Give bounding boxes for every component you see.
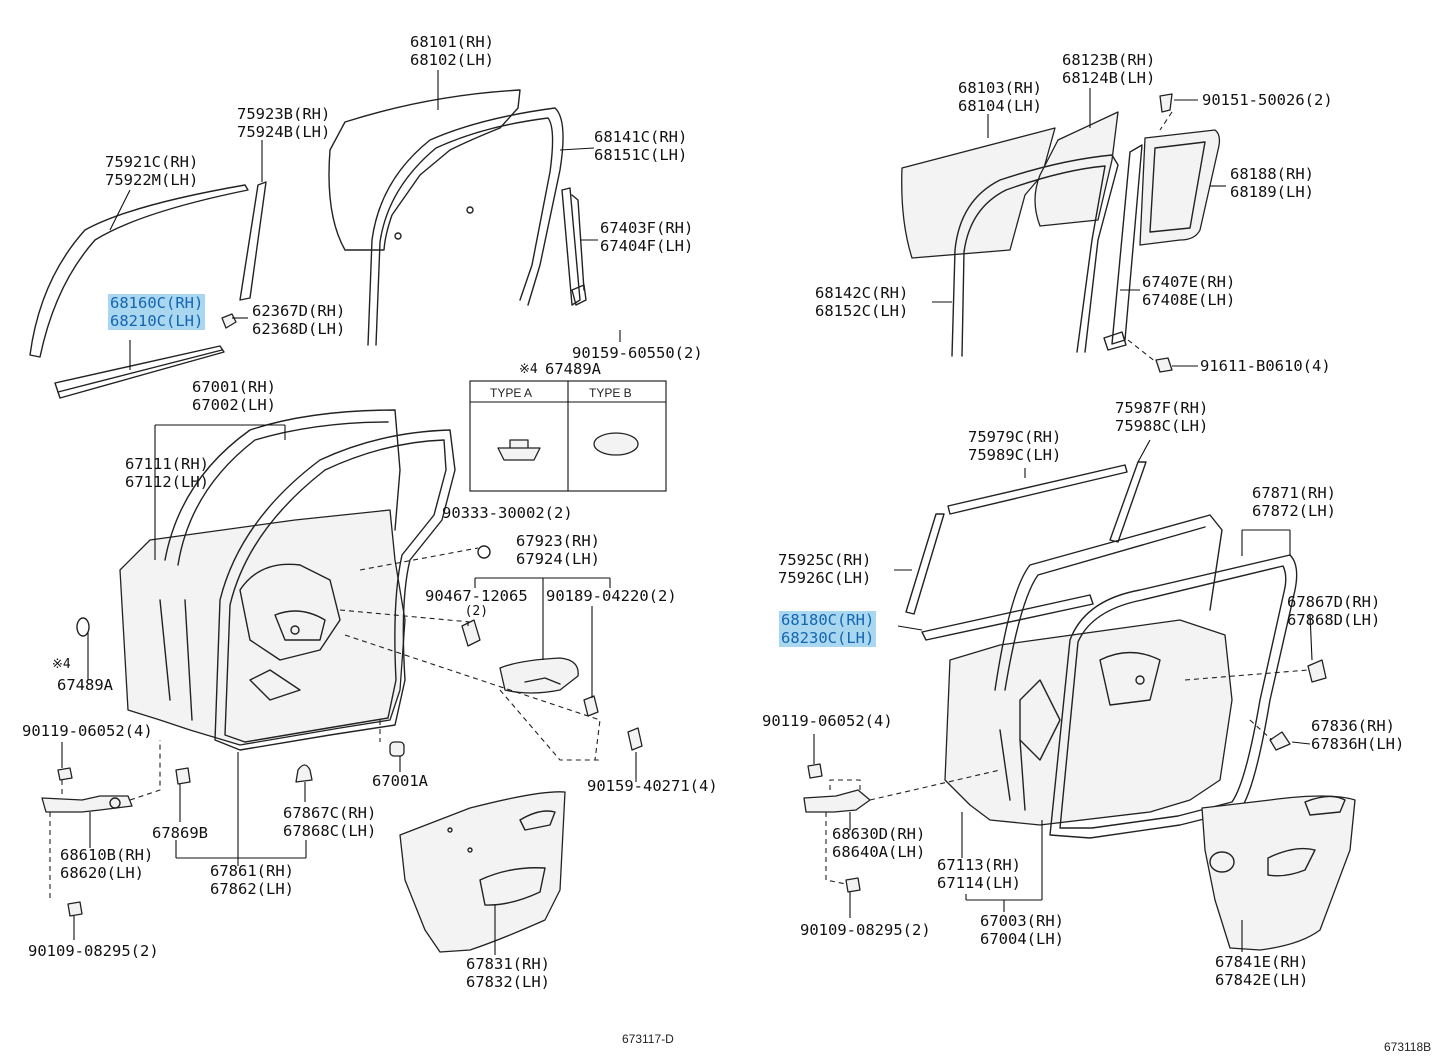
part-label-90119-06052-rear[interactable]: 90119-06052(4) xyxy=(762,712,893,730)
rear-pillar-molding xyxy=(1109,461,1147,543)
front-door-panel xyxy=(119,509,406,746)
front-bolt-90109 xyxy=(67,901,83,917)
callout-type-a: TYPE A xyxy=(490,386,533,400)
part-label-67001[interactable]: 67001(RH)67002(LH) xyxy=(192,378,276,414)
front-cap-67489a xyxy=(76,617,90,637)
part-label-90189-04220[interactable]: 90189-04220(2) xyxy=(546,587,677,605)
note-marker-4: ※4 xyxy=(52,657,71,672)
part-label-68160c[interactable]: 68160C(RH)68210C(LH) xyxy=(108,294,206,330)
part-label-90159-40271[interactable]: 90159-40271(4) xyxy=(587,777,718,795)
part-label-68180c[interactable]: 68180C(RH)68230C(LH) xyxy=(779,611,877,647)
part-label-75925c[interactable]: 75925C(RH)75926C(LH) xyxy=(778,551,872,587)
type-a-clip xyxy=(497,439,541,461)
rear-door-panel xyxy=(944,619,1233,826)
front-glass-run xyxy=(367,107,564,346)
front-division-channel xyxy=(561,187,581,306)
front-plug-67001a xyxy=(389,741,405,757)
part-label-75923b[interactable]: 75923B(RH)75924B(LH) xyxy=(237,105,331,141)
front-belt-clip xyxy=(221,313,237,329)
front-door-trim-panel xyxy=(399,791,566,953)
part-label-75921c[interactable]: 75921C(RH)75922M(LH) xyxy=(105,153,199,189)
front-grommet xyxy=(477,545,491,559)
part-label-67403f[interactable]: 67403F(RH)67404F(LH) xyxy=(600,219,694,255)
part-label-68142c[interactable]: 68142C(RH)68152C(LH) xyxy=(815,284,909,320)
rear-belt-molding xyxy=(921,594,1094,641)
front-bolt-90119 xyxy=(57,767,73,781)
part-label-90467-12065[interactable]: 90467-12065(2) xyxy=(425,587,528,619)
part-label-90333-30002[interactable]: 90333-30002(2) xyxy=(442,504,573,522)
rear-door-check xyxy=(803,789,871,813)
diagram-code-right: 673118B xyxy=(1384,1040,1432,1054)
part-label-75979c[interactable]: 75979C(RH)75989C(LH) xyxy=(968,428,1062,464)
callout-part-67489a[interactable]: 67489A xyxy=(545,360,601,378)
rear-division-channel xyxy=(1111,144,1143,345)
part-label-91611-b0610[interactable]: 91611-B0610(4) xyxy=(1200,357,1331,375)
front-door-check xyxy=(41,795,133,813)
front-door-glass xyxy=(328,89,521,251)
part-label-68141c[interactable]: 68141C(RH)68151C(LH) xyxy=(594,128,688,164)
part-label-67113[interactable]: 67113(RH)67114(LH) xyxy=(937,856,1021,892)
part-label-68103[interactable]: 68103(RH)68104(LH) xyxy=(958,79,1042,115)
rear-bolt-90119 xyxy=(807,763,823,779)
front-clip-67869b xyxy=(175,767,191,785)
diagram-code-left: 673117-D xyxy=(622,1032,674,1046)
rear-quarter-glass-small xyxy=(1034,111,1119,227)
part-label-68188[interactable]: 68188(RH)68189(LH) xyxy=(1230,165,1314,201)
rear-upper-molding xyxy=(947,464,1128,515)
part-label-90109-08295-rear[interactable]: 90109-08295(2) xyxy=(800,921,931,939)
rear-door-glass xyxy=(901,127,1056,259)
part-label-68630d[interactable]: 68630D(RH)68640A(LH) xyxy=(832,825,926,861)
part-label-90119-06052-front[interactable]: 90119-06052(4) xyxy=(22,722,153,740)
part-label-67861[interactable]: 67861(RH)67862(LH) xyxy=(210,862,294,898)
rear-front-molding xyxy=(905,513,945,615)
part-label-67001a[interactable]: 67001A xyxy=(372,772,428,790)
rear-glass-run xyxy=(951,154,1119,357)
part-label-67111[interactable]: 67111(RH)67112(LH) xyxy=(125,455,209,491)
front-belt-molding xyxy=(54,345,225,399)
part-label-67923[interactable]: 67923(RH)67924(LH) xyxy=(516,532,600,568)
rear-door-trim-panel xyxy=(1201,795,1356,951)
part-label-67871[interactable]: 67871(RH)67872(LH) xyxy=(1252,484,1336,520)
part-label-67869b[interactable]: 67869B xyxy=(152,824,208,842)
front-frame-molding xyxy=(29,184,249,358)
front-door-pull-handle xyxy=(499,657,579,694)
part-label-67831[interactable]: 67831(RH)67832(LH) xyxy=(466,955,550,991)
rear-door-weatherstrip xyxy=(1049,554,1298,839)
front-door-weatherstrip xyxy=(214,429,456,751)
part-label-67003[interactable]: 67003(RH)67004(LH) xyxy=(980,912,1064,948)
part-label-62367d[interactable]: 62367D(RH)62368D(LH) xyxy=(252,302,346,338)
rear-clip-67867d xyxy=(1307,659,1327,683)
part-label-67836[interactable]: 67836(RH)67836H(LH) xyxy=(1311,717,1405,753)
part-label-90151-50026[interactable]: 90151-50026(2) xyxy=(1202,91,1333,109)
part-label-90109-08295-front[interactable]: 90109-08295(2) xyxy=(28,942,159,960)
front-clip-90467 xyxy=(461,619,481,647)
part-label-67489a[interactable]: 67489A xyxy=(57,676,113,694)
rear-bolt-91611 xyxy=(1155,357,1173,373)
front-clip-67867c xyxy=(295,764,313,783)
type-b-plug xyxy=(593,432,639,456)
part-label-67867c[interactable]: 67867C(RH)67868C(LH) xyxy=(283,804,377,840)
part-label-67407e[interactable]: 67407E(RH)67408E(LH) xyxy=(1142,273,1236,309)
rear-screw-90151 xyxy=(1159,93,1173,113)
part-label-68101[interactable]: 68101(RH)68102(LH) xyxy=(410,33,494,69)
callout-marker: ※4 xyxy=(519,362,538,377)
part-label-67841e[interactable]: 67841E(RH)67842E(LH) xyxy=(1215,953,1309,989)
part-label-75987f[interactable]: 75987F(RH)75988C(LH) xyxy=(1115,399,1209,435)
rear-fixed-glass xyxy=(1139,129,1221,246)
front-pillar-molding xyxy=(239,181,267,301)
part-label-68123b[interactable]: 68123B(RH)68124B(LH) xyxy=(1062,51,1156,87)
rear-bolt-90109 xyxy=(845,877,861,893)
part-label-67867d[interactable]: 67867D(RH)67868D(LH) xyxy=(1287,593,1381,629)
callout-type-b: TYPE B xyxy=(589,386,632,400)
part-label-68610b[interactable]: 68610B(RH)68620(LH) xyxy=(60,846,154,882)
front-screw-90189 xyxy=(583,695,599,717)
rear-clip-67836 xyxy=(1269,731,1291,751)
part-label-90159-60550[interactable]: 90159-60550(2) xyxy=(572,344,703,362)
